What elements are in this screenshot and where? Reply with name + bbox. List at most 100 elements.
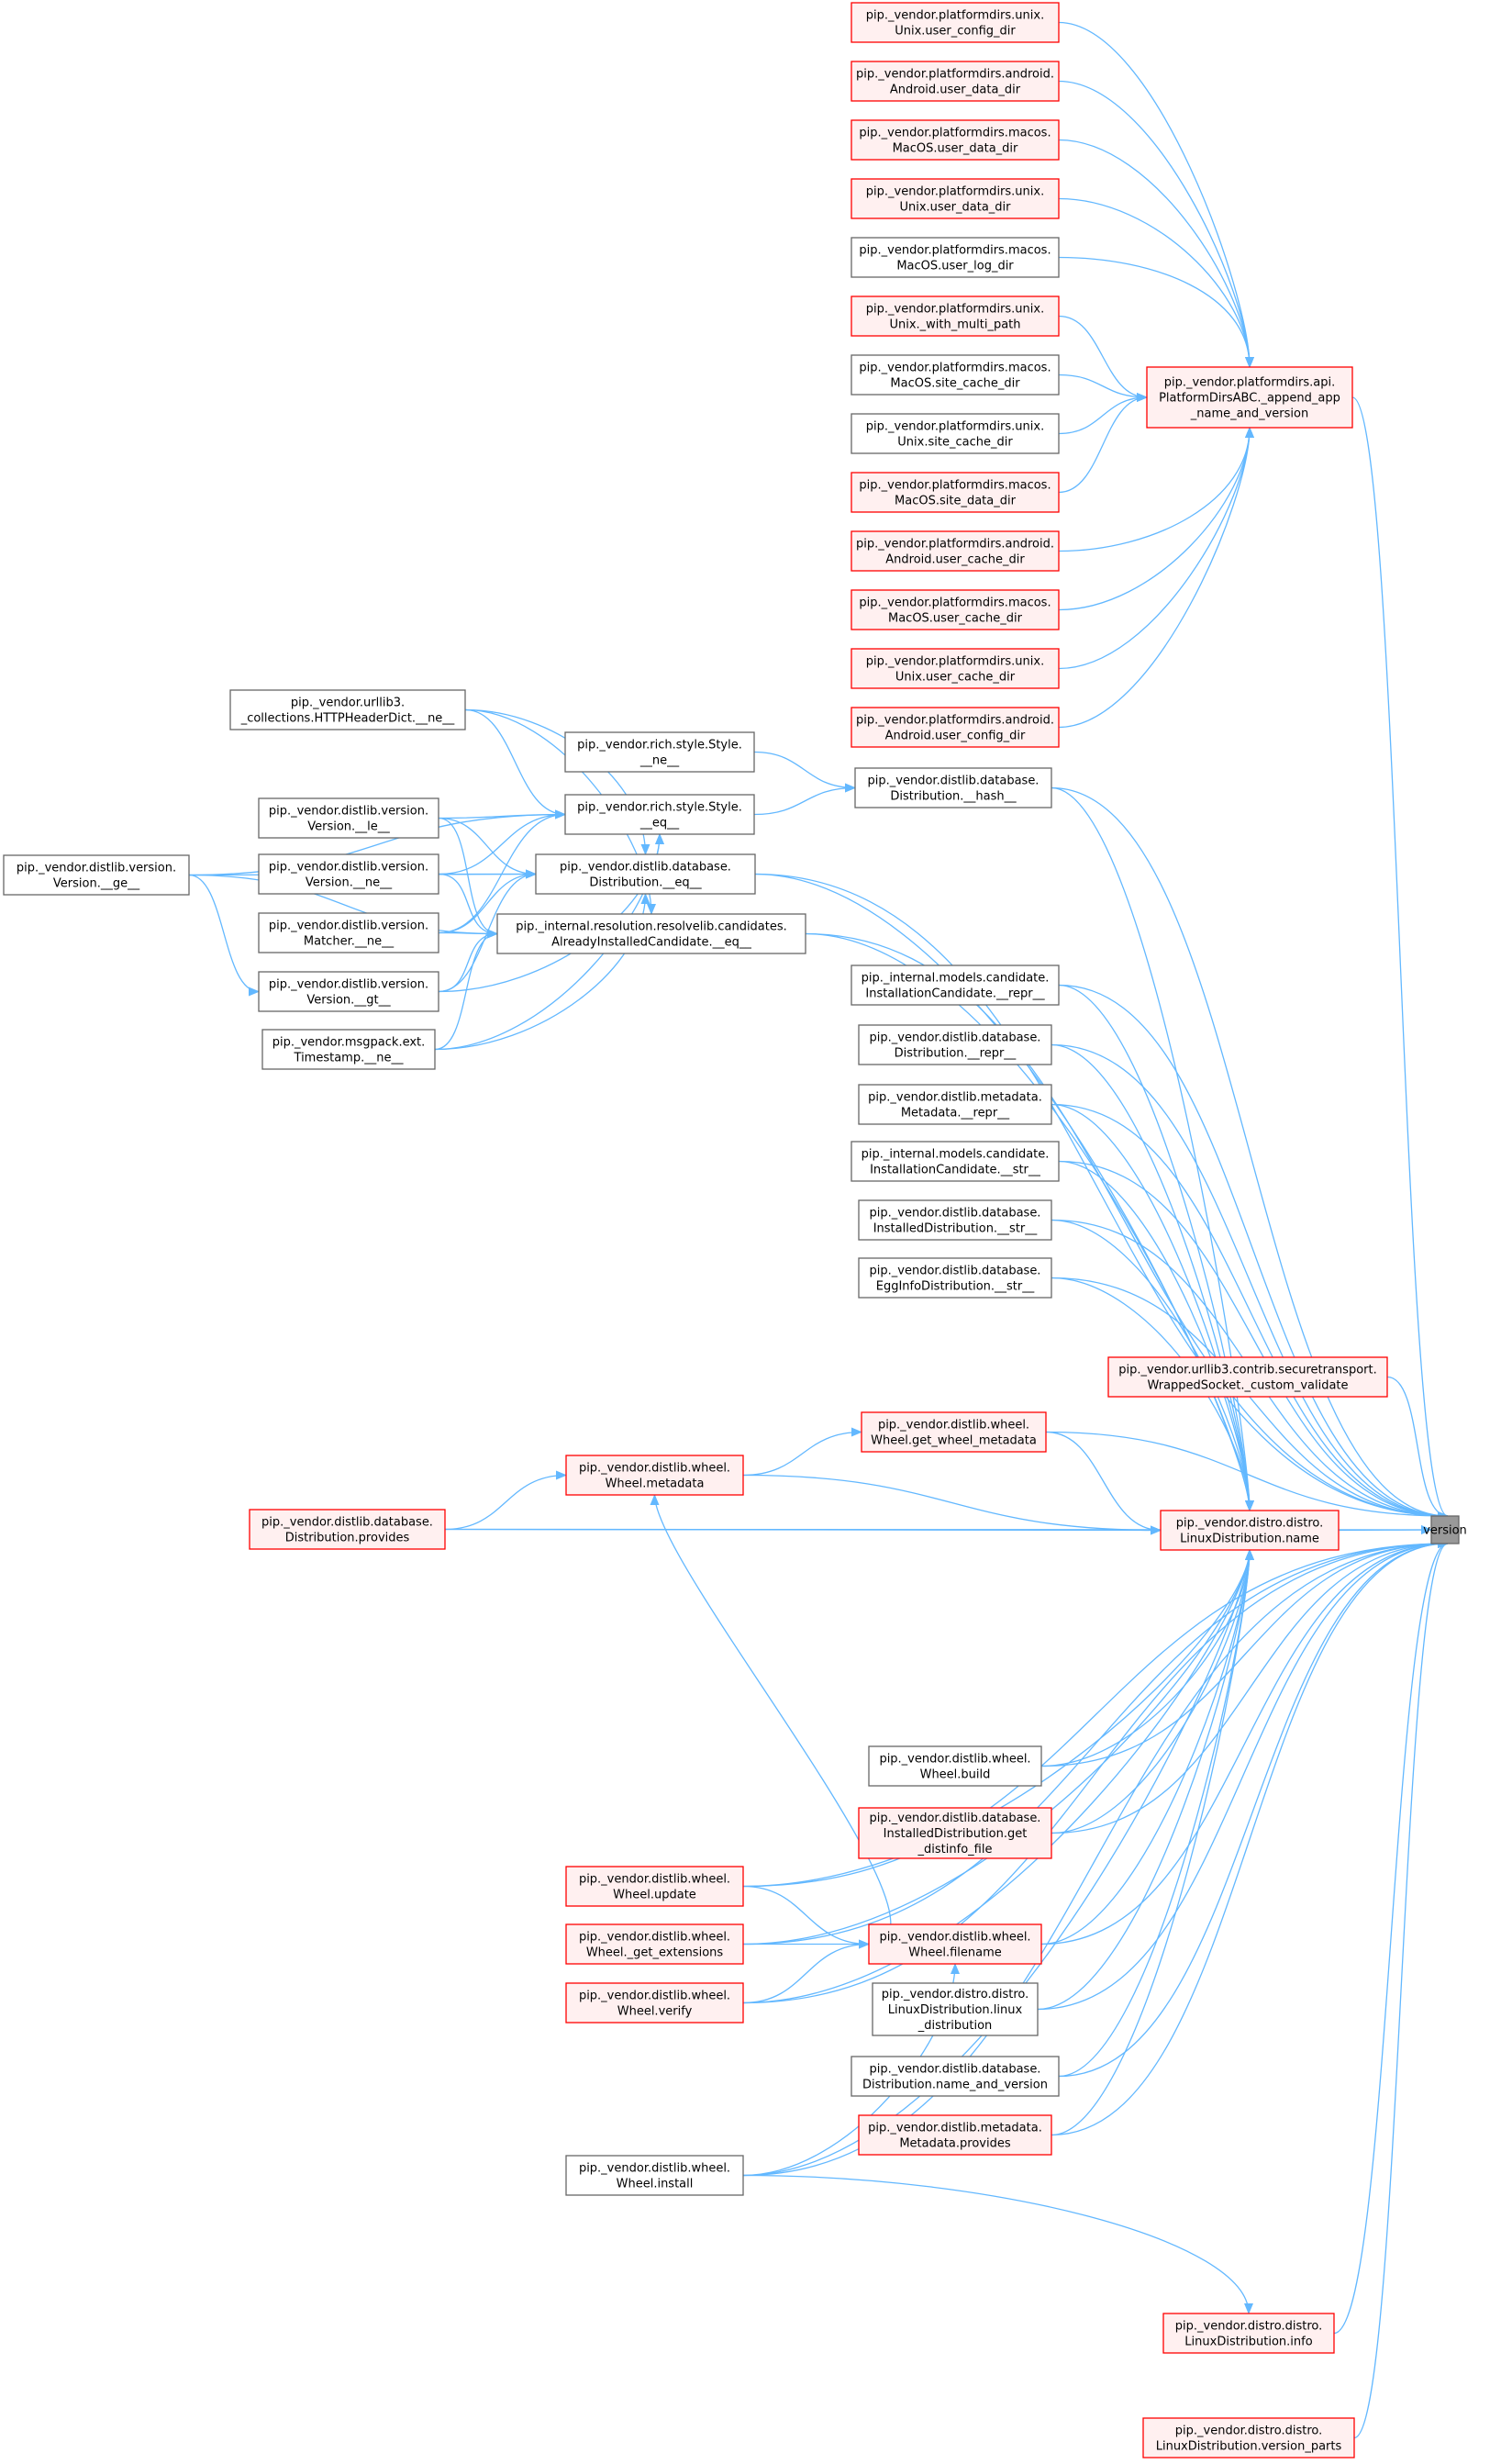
node-wheel-update[interactable]: pip._vendor.distlib.wheel.Wheel.update [565,1866,744,1907]
node-timestamp-ne[interactable]: pip._vendor.msgpack.ext.Timestamp.__ne__ [261,1029,436,1070]
edge-wheel_verify-to-linux_name [742,1549,1254,2004]
node-version-ne[interactable]: pip._vendor.distlib.version.Version.__ne… [258,853,439,895]
node-metadata-repr[interactable]: pip._vendor.distlib.metadata.Metadata.__… [858,1084,1052,1125]
edge-wheel_install-to-version [742,1539,1449,2177]
node-wheel-install[interactable]: pip._vendor.distlib.wheel. Wheel.install [565,2155,744,2196]
edge-version_le-to-already_installed_eq [438,817,498,939]
node-label-line: MacOS.user_log_dir [896,260,1014,273]
node-label-line: pip._vendor.distro.distro. [1175,2320,1322,2334]
edge-wheel_update-to-linux_name [742,1549,1254,1888]
edge-matcher_ne-to-dist_eq [438,869,537,934]
node-version-gt[interactable]: pip._vendor.distlib.version.Version.__gt… [258,971,439,1012]
node-dist-eq[interactable]: pip._vendor.distlib.database.Distributio… [535,853,756,895]
node-style-eq[interactable]: pip._vendor.rich.style.Style.__eq__ [564,794,755,835]
node-wheel-verify[interactable]: pip._vendor.distlib.wheel.Wheel.verify [565,1982,744,2024]
node-box [851,530,1060,572]
node-label-line: pip._vendor.platformdirs.unix. [866,420,1044,434]
node-label-line: pip._vendor.distlib.database. [870,1031,1041,1045]
node-unix-site-cache-dir[interactable]: pip._vendor.platformdirs.unix.Unix.site_… [851,413,1060,454]
node-label-line: pip._vendor.msgpack.ext. [272,1036,426,1050]
node-macos-user-data-dir[interactable]: pip._vendor.platformdirs.macos.MacOS.use… [851,119,1060,161]
node-label-line: pip._vendor.distlib.database. [868,775,1040,788]
node-urllib3-ne[interactable]: pip._vendor.urllib3._collections.HTTPHea… [229,689,466,730]
node-version-le[interactable]: pip._vendor.distlib.version.Version.__le… [258,797,439,839]
node-label-line: pip._vendor.distlib.database. [261,1516,433,1530]
node-metadata-provides[interactable]: pip._vendor.distlib.metadata.Metadata.pr… [858,2114,1052,2156]
node-unix-user-cache-dir[interactable]: pip._vendor.platformdirs.unix.Unix.user_… [851,648,1060,689]
edge-dist_hash-to-version [1051,786,1449,1521]
edge-android_user_cache_dir-to-append_app [1058,427,1254,552]
node-label-line: _distribution [917,2019,993,2033]
edges [188,21,1449,2439]
edge-linux_distribution-to-version [1037,1539,1449,2011]
node-android-user-config-dir[interactable]: pip._vendor.platformdirs.android.Android… [851,707,1060,748]
node-get-wheel-metadata[interactable]: pip._vendor.distlib.wheel.Wheel.get_whee… [861,1411,1047,1453]
node-label-line: MacOS.site_data_dir [895,495,1017,508]
node-name-and-version[interactable]: pip._vendor.distlib.database.Distributio… [851,2056,1060,2097]
node-label-line: version [1423,1524,1467,1538]
node-egginfo-dist-str[interactable]: pip._vendor.distlib.database.EggInfoDist… [858,1257,1052,1299]
node-label-line: pip._vendor.distlib.wheel. [879,1931,1030,1945]
node-label-line: pip._vendor.distlib.database. [870,1265,1041,1278]
node-box [851,61,1060,102]
node-macos-site-cache-dir[interactable]: pip._vendor.platformdirs.macos.MacOS.sit… [851,354,1060,396]
node-version-parts[interactable]: pip._vendor.distro.distro.LinuxDistribut… [1142,2417,1355,2458]
node-inst-cand-repr[interactable]: pip._internal.models.candidate.Installat… [851,964,1060,1006]
node-macos-user-log-dir[interactable]: pip._vendor.platformdirs.macos.MacOS.use… [851,237,1060,278]
node-box [851,178,1060,219]
node-label-line: pip._vendor.distlib.version. [269,861,428,875]
node-label-line: pip._vendor.distlib.wheel. [879,1753,1030,1767]
node-matcher-ne[interactable]: pip._vendor.distlib.version.Matcher.__ne… [258,912,439,953]
node-box [851,964,1060,1006]
node-wheel-get-extensions[interactable]: pip._vendor.distlib.wheel.Wheel._get_ext… [565,1923,744,1965]
node-custom-validate[interactable]: pip._vendor.urllib3.contrib.securetransp… [1107,1356,1388,1398]
node-linux-distribution[interactable]: pip._vendor.distro.distro.LinuxDistribut… [872,1982,1039,2036]
node-box [1146,366,1353,429]
node-label-line: pip._vendor.platformdirs.android. [856,538,1054,552]
edge-android_user_config_dir-to-append_app [1058,427,1254,729]
node-box [258,853,439,895]
edge-version_ge-to-already_installed_eq [188,874,498,939]
edge-linux_info-to-version [1333,1539,1449,2335]
edge-wheel_metadata-to-get_wheel_metadata [742,1427,862,1477]
node-version-ge[interactable]: pip._vendor.distlib.version.Version.__ge… [3,854,190,896]
node-box [861,1411,1047,1453]
node-unix-user-data-dir[interactable]: pip._vendor.platformdirs.unix.Unix.user_… [851,178,1060,219]
node-unix-user-config-dir[interactable]: pip._vendor.platformdirs.unix.Unix.user_… [851,2,1060,43]
node-box [851,707,1060,748]
node-wheel-filename[interactable]: pip._vendor.distlib.wheel.Wheel.filename [868,1923,1042,1965]
node-android-user-data-dir[interactable]: pip._vendor.platformdirs.android.Android… [851,61,1060,102]
node-label-line: pip._vendor.urllib3. [291,697,405,710]
node-box [564,731,755,773]
node-append-app[interactable]: pip._vendor.platformdirs.api.PlatformDir… [1146,366,1353,429]
node-installed-dist-str[interactable]: pip._vendor.distlib.database.InstalledDi… [858,1199,1052,1241]
edge-append_app-to-version [1351,396,1449,1521]
node-get-distinfo-file[interactable]: pip._vendor.distlib.database.InstalledDi… [858,1807,1052,1859]
node-dist-hash[interactable]: pip._vendor.distlib.database.Distributio… [854,767,1052,808]
node-wheel-build[interactable]: pip._vendor.distlib.wheel.Wheel.build [868,1745,1042,1787]
node-style-ne[interactable]: pip._vendor.rich.style.Style.__ne__ [564,731,755,773]
node-inst-cand-str[interactable]: pip._internal.models.candidate.Installat… [851,1141,1060,1182]
node-macos-site-data-dir[interactable]: pip._vendor.platformdirs.macos.MacOS.sit… [851,472,1060,513]
node-label-line: pip._vendor.distlib.wheel. [579,2162,730,2176]
edge-wheel_filename-to-wheel_metadata [650,1494,892,1946]
node-dist-provides[interactable]: pip._vendor.distlib.database.Distributio… [249,1509,446,1550]
node-already-installed-eq[interactable]: pip._internal.resolution.resolvelib.cand… [496,913,806,954]
node-dist-repr[interactable]: pip._vendor.distlib.database.Distributio… [858,1024,1052,1065]
node-linux-info[interactable]: pip._vendor.distro.distro.LinuxDistribut… [1162,2313,1335,2354]
node-label-line: pip._internal.models.candidate. [862,1148,1050,1162]
node-label-line: Wheel.install [617,2178,694,2191]
node-wheel-metadata[interactable]: pip._vendor.distlib.wheel.Wheel.metadata [565,1455,744,1496]
node-macos-user-cache-dir[interactable]: pip._vendor.platformdirs.macos.MacOS.use… [851,589,1060,630]
edge-inst_cand_str-to-version [1058,1160,1449,1521]
edge-unix_user_cache_dir-to-append_app [1058,427,1254,670]
edge-style_ne-to-dist_hash [753,751,856,793]
node-unix-with-multi-path[interactable]: pip._vendor.platformdirs.unix.Unix._with… [851,295,1060,337]
node-label-line: AlreadyInstalledCandidate.__eq__ [551,936,751,950]
node-box [854,767,1052,808]
edge-metadata_repr-to-linux_name [1051,1103,1254,1511]
node-label-line: pip._vendor.rich.style.Style. [577,801,742,815]
node-version[interactable]: version [1423,1515,1467,1544]
node-linux-name[interactable]: pip._vendor.distro.distro.LinuxDistribut… [1160,1510,1340,1551]
node-android-user-cache-dir[interactable]: pip._vendor.platformdirs.android.Android… [851,530,1060,572]
